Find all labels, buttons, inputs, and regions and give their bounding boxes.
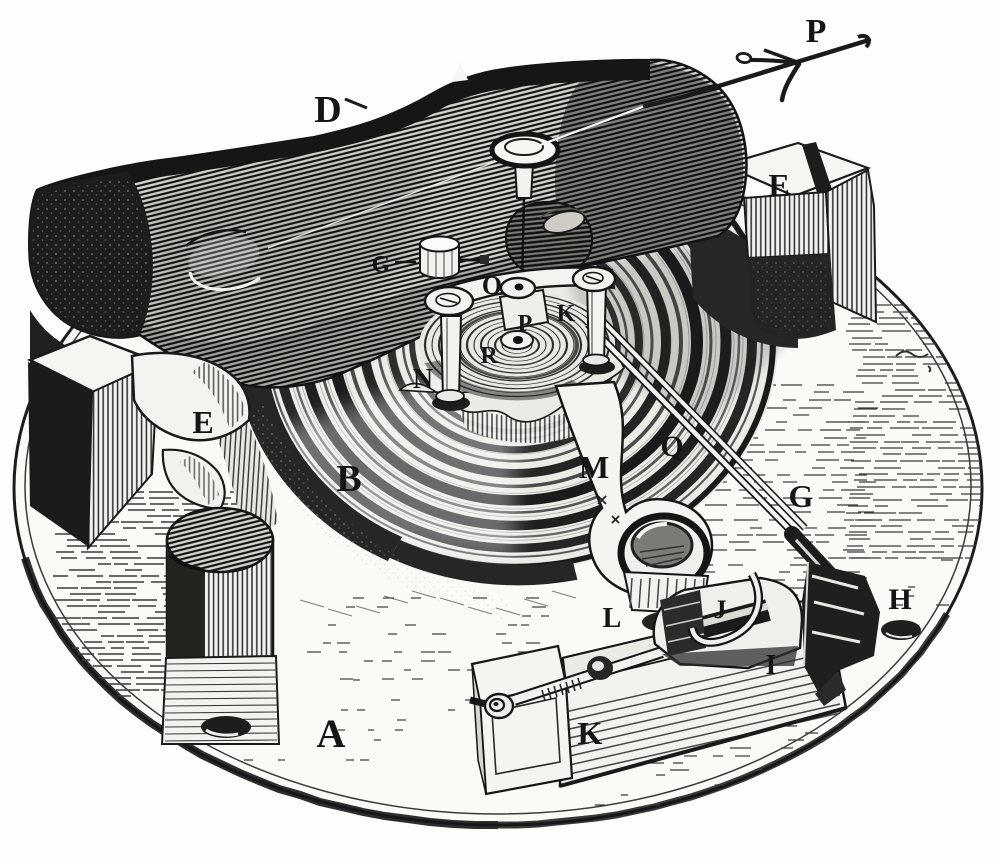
svg-text:O: O — [482, 271, 502, 300]
svg-text:G: G — [789, 478, 814, 514]
svg-text:L: L — [603, 603, 622, 634]
svg-text:K: K — [557, 301, 576, 327]
svg-text:Q: Q — [660, 430, 683, 463]
svg-text:P: P — [806, 13, 827, 50]
svg-text:H: H — [888, 583, 911, 616]
svg-text:J: J — [714, 595, 727, 624]
svg-text:I: I — [766, 650, 777, 681]
svg-text:B: B — [336, 458, 361, 500]
svg-text:A: A — [317, 711, 346, 756]
svg-text:E: E — [192, 404, 213, 440]
svg-text:E: E — [768, 167, 789, 203]
svg-text:R: R — [480, 343, 498, 369]
svg-text:N: N — [413, 364, 433, 395]
svg-text:G: G — [372, 252, 391, 278]
svg-text:K: K — [578, 715, 603, 751]
svg-text:D: D — [314, 89, 341, 131]
svg-text:M: M — [579, 449, 609, 485]
svg-text:P: P — [518, 311, 533, 337]
